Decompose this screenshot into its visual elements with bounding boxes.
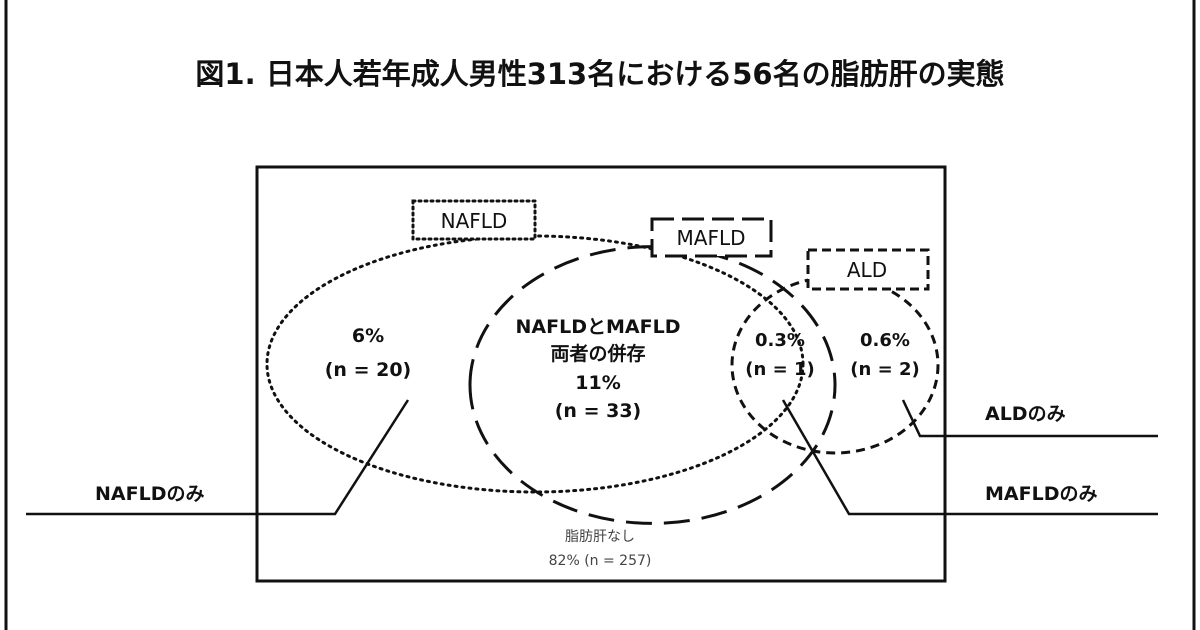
nafld-only-leader [26, 399, 410, 516]
ald-label: ALD [847, 258, 887, 282]
ald-only-percent: 0.6% [860, 330, 910, 351]
nafld-only-callout: NAFLDのみ [95, 483, 204, 505]
both-percent: 11% [575, 372, 620, 394]
both-label-line2: 両者の併存 [550, 342, 645, 365]
both-label-line1: NAFLDとMAFLD [516, 316, 681, 338]
mafld-label-box [650, 217, 773, 258]
mafld-only-count: (n = 1) [745, 359, 814, 380]
nafld-only-percent: 6% [352, 325, 384, 347]
ald-only-count: (n = 2) [850, 359, 919, 380]
mafld-only-leader [781, 399, 1158, 516]
ald-only-leader [901, 399, 1158, 438]
population-box [255, 165, 947, 583]
mafld-ellipse [468, 245, 837, 525]
mafld-only-percent: 0.3% [755, 330, 805, 351]
ald-only-callout: ALDのみ [985, 403, 1066, 425]
mafld-only-callout: MAFLDのみ [985, 483, 1097, 505]
no-fatty-liver-value: 82% (n = 257) [549, 553, 652, 569]
nafld-label-box [411, 199, 537, 241]
nafld-only-count: (n = 20) [325, 359, 411, 381]
mafld-label: MAFLD [677, 226, 746, 250]
both-count: (n = 33) [555, 400, 641, 422]
no-fatty-liver-label: 脂肪肝なし [565, 529, 635, 545]
ald-label-box [806, 248, 930, 291]
nafld-label: NAFLD [441, 209, 508, 233]
figure-title: 図1. 日本人若年成人男性313名における56名の脂肪肝の実態 [195, 57, 1004, 91]
